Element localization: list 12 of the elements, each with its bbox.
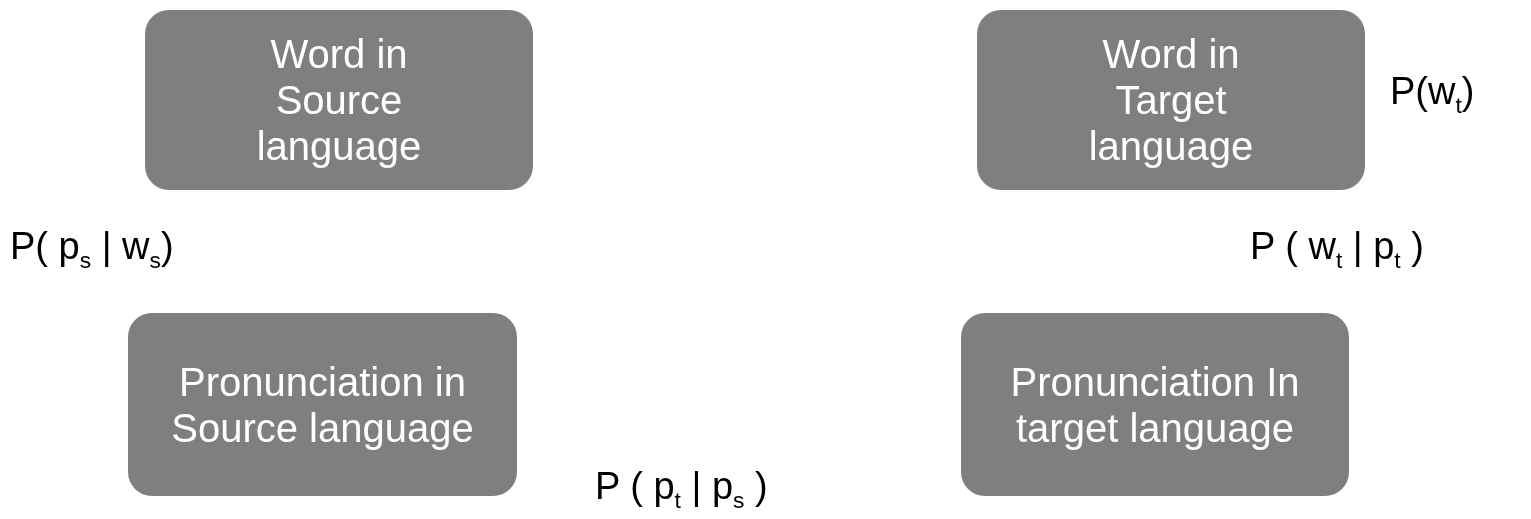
- probability-label: P ( p$_{t}$ | p$_{s}$ ): [595, 465, 768, 514]
- box-label: Pronunciation In target language: [1009, 358, 1301, 451]
- process-box: [961, 313, 1349, 496]
- process-box: [977, 10, 1365, 190]
- probability-label: P ( w$_{t}$ | p$_{t}$ ): [1250, 225, 1424, 274]
- probability-label: P(w$_{t}$): [1390, 70, 1475, 119]
- process-box: [128, 313, 517, 496]
- box-label: Word in Target language: [1087, 31, 1255, 169]
- box-label: Word in Source language: [255, 31, 423, 169]
- process-box: [145, 10, 533, 190]
- probability-label: P( p$_{s}$ | w$_{s}$): [10, 225, 174, 274]
- box-label: Pronunciation in Source language: [170, 358, 475, 451]
